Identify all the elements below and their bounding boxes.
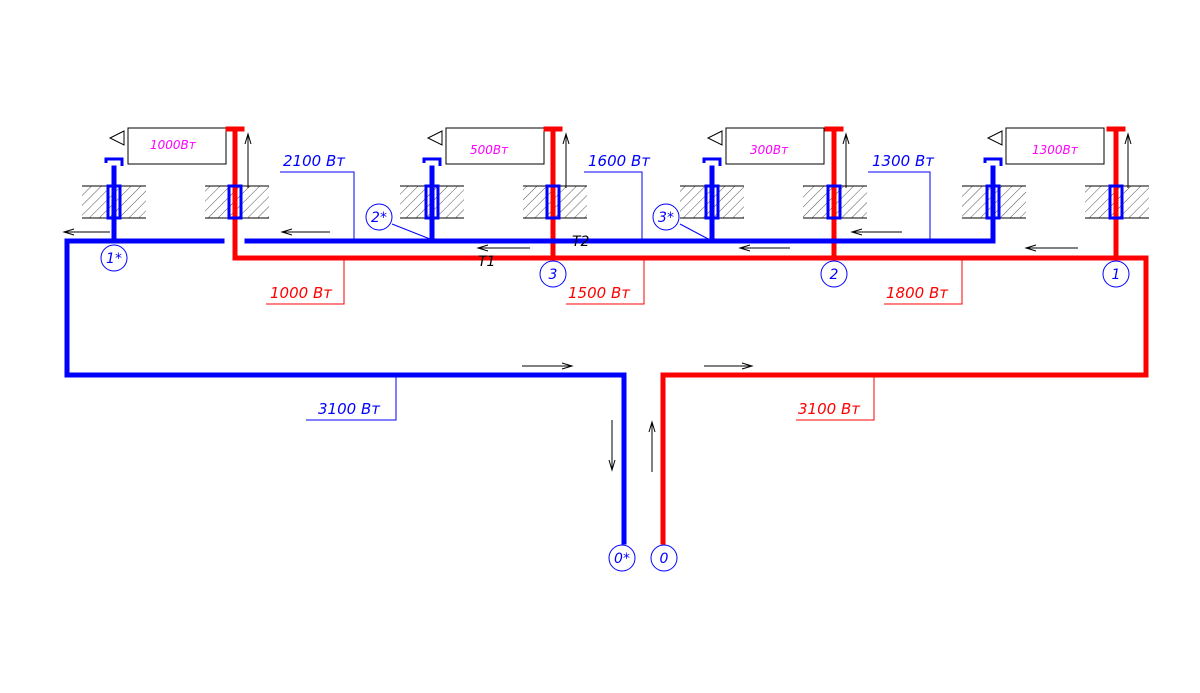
flow-arrow-icon [476,244,530,252]
flow-arrow-icon [62,228,110,236]
radiator-label-3: 300Вт [750,143,789,157]
flow-arrow-icon [522,362,574,370]
air-vent-icon [108,130,125,146]
radiator-icon [1005,127,1105,165]
node-label-3s: 3* [658,210,674,226]
tee-label-t1: T1 [478,254,495,270]
node-circle [608,544,636,572]
node-label-2s: 2* [371,210,387,226]
node-circle [820,260,848,288]
radiator-icon [445,127,545,165]
flow-arrow-icon [648,420,656,472]
node-labels: 1* 2* 3* 3 2 1 0* 0 [106,210,1120,567]
nodes [100,203,1130,572]
supply-load-left: 1000 Вт [270,284,333,302]
flow-arrow-icon [738,244,790,252]
node-circle [652,203,680,231]
return-load-main: 3100 Вт [318,400,381,418]
node-label-2: 2 [830,267,839,283]
radiator-label-1: 1000Вт [150,138,197,152]
flow-arrow-icon [280,228,330,236]
flow-arrow-icon [850,228,902,236]
return-load-top-left: 2100 Вт [283,152,346,170]
valve-icon [104,157,124,166]
radiator-icon [127,127,227,165]
supply-pipes [225,126,1149,545]
riser-sleeves [106,184,1124,220]
node-label-0: 0 [660,551,669,567]
labels: 1000Вт 500Вт 300Вт 1300Вт 2100 Вт 1600 В… [150,138,1079,418]
radiator-label-2: 500Вт [470,143,509,157]
node-label-1s: 1* [106,251,122,267]
supply-load-right: 1800 Вт [886,284,949,302]
supply-load-main: 3100 Вт [798,400,861,418]
air-vent-icon [986,130,1003,146]
valve-icon [702,157,722,166]
return-load-top-mid: 1600 Вт [588,152,651,170]
flow-arrow-icon [244,132,1132,188]
valves [104,157,1003,166]
node-label-3: 3 [549,267,558,283]
supply-load-mid: 1500 Вт [568,284,631,302]
flow-arrow-icon [704,362,754,370]
air-vent-icon [706,130,723,146]
radiator-label-4: 1300Вт [1032,143,1079,157]
node-circle [1102,260,1130,288]
flow-arrow-icon [608,420,616,472]
return-pipes [64,165,996,545]
node-circle [539,260,567,288]
air-vent-icon [426,130,443,146]
leader-lines [266,171,963,421]
node-circle [650,544,678,572]
valve-icon [983,157,1003,166]
node-label-1: 1 [1112,267,1121,283]
flow-arrows [62,228,1078,472]
return-load-top-right: 1300 Вт [872,152,935,170]
tee-label-t2: T2 [572,234,590,250]
node-circle [365,203,393,231]
radiators [108,127,1132,188]
radiator-icon [725,127,825,165]
node-circle [100,244,128,272]
flow-arrow-icon [1024,244,1078,252]
valve-icon [422,157,442,166]
node-label-0s: 0* [614,551,630,567]
